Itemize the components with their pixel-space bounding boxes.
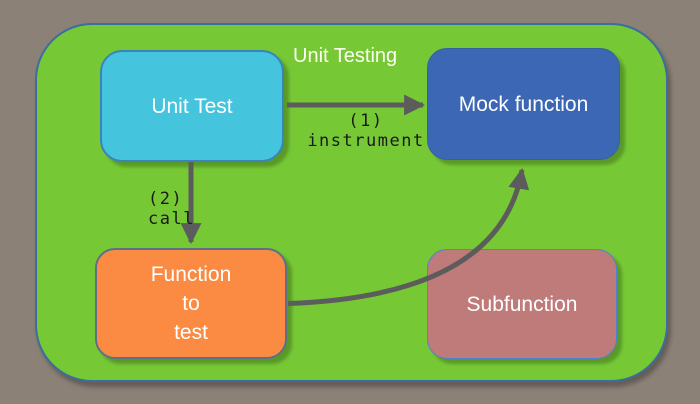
node-function-to-test: Function to test [95, 248, 287, 359]
node-mock-function-label: Mock function [458, 92, 589, 116]
node-subfunction: Subfunction [427, 249, 617, 359]
node-function-to-test-label: Function to test [150, 263, 232, 344]
call-step-number: (2) [148, 189, 184, 209]
diagram-title: Unit Testing [293, 45, 398, 67]
node-subfunction-label: Subfunction [466, 292, 578, 316]
node-unit-test: Unit Test [100, 50, 284, 162]
instrument-action-text: instrument [307, 131, 425, 151]
node-mock-function: Mock function [427, 48, 620, 160]
call-action-text: call [148, 209, 195, 229]
instrument-step-number: (1) [348, 111, 384, 131]
instrument-edge-label: (1) instrument [303, 111, 429, 151]
node-unit-test-label: Unit Test [151, 94, 233, 118]
call-edge-label: (2) call [148, 189, 195, 229]
